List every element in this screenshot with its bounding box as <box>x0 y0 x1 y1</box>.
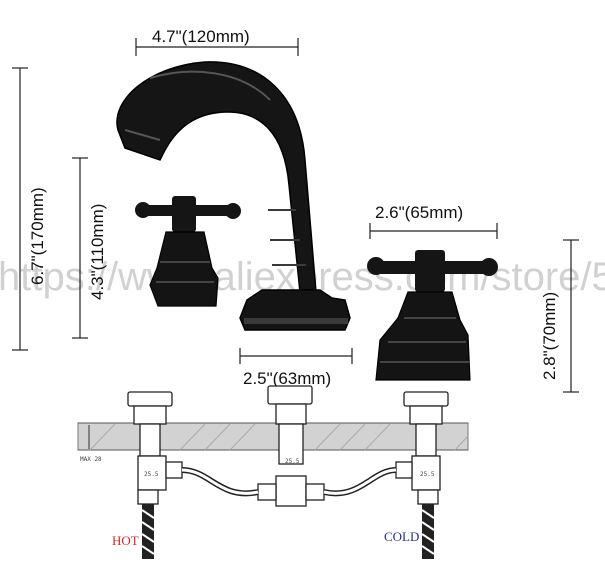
spout <box>116 61 351 331</box>
total-height-label: 6.7"(170mm) <box>28 187 47 285</box>
handle-height-label: 2.8"(70mm) <box>540 292 559 380</box>
left-handle <box>135 196 241 307</box>
left-thread-label: 25.5 <box>144 471 159 478</box>
center-valve-body <box>257 385 325 507</box>
center-thread-label: 25.5 <box>285 458 300 465</box>
left-connection-hose <box>181 467 259 497</box>
handle-span-label: 2.6"(65mm) <box>375 203 463 222</box>
spout-width-label: 4.7"(120mm) <box>152 27 250 46</box>
cold-label: COLD <box>384 529 419 544</box>
spout-height-label: 4.3"(110mm) <box>88 204 107 300</box>
right-thread-label: 25.5 <box>420 471 435 478</box>
cold-supply-hose <box>421 504 435 559</box>
right-valve-body <box>395 391 449 505</box>
installation-section: MAX 28 25.5 25.5 <box>77 385 469 559</box>
base-width-label: 2.5"(63mm) <box>243 369 331 388</box>
right-handle <box>367 250 498 381</box>
left-valve-body <box>127 391 183 505</box>
dimension-lines <box>12 38 579 393</box>
hot-label: HOT <box>112 533 139 548</box>
hot-supply-hose <box>141 504 155 559</box>
max-thickness-label: MAX 28 <box>80 456 102 463</box>
